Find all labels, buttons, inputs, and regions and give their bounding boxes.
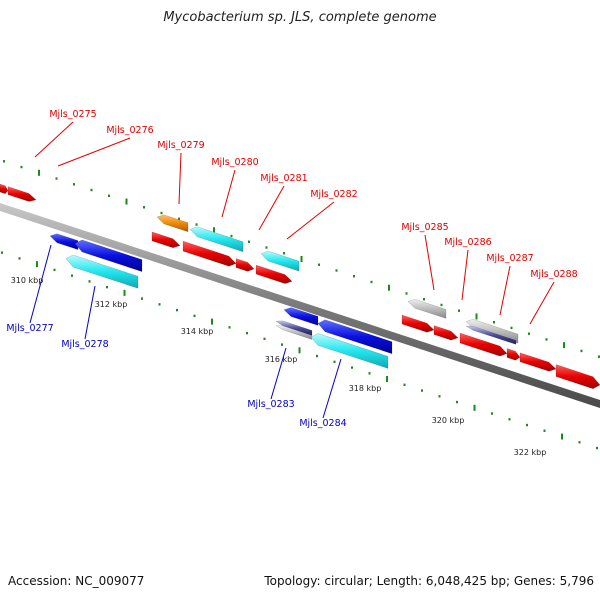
- gene-label[interactable]: Mjls_0286: [444, 237, 491, 248]
- scale-label: 314 kbp: [181, 327, 214, 336]
- scale-label: 318 kbp: [349, 384, 382, 393]
- gene-label[interactable]: Mjls_0282: [310, 189, 357, 200]
- gene-arrow: [7, 186, 37, 202]
- label-layer: Mjls_0275Mjls_0276Mjls_0279Mjls_0280Mjls…: [6, 109, 577, 457]
- gene-arrow: [275, 320, 313, 336]
- gene-layer: [0, 183, 600, 389]
- genome-summary-text: Topology: circular; Length: 6,048,425 bp…: [264, 574, 594, 588]
- tick-layer: [1, 160, 600, 450]
- gene-arrow: [235, 258, 255, 272]
- gene-arrow: [433, 325, 459, 341]
- genome-backbone: [0, 203, 600, 408]
- scale-label: 316 kbp: [265, 355, 298, 364]
- gene-arrow: [459, 332, 508, 357]
- leader-line: [424, 234, 435, 291]
- scale-label: 320 kbp: [432, 416, 465, 425]
- scale-label: 312 kbp: [95, 300, 128, 309]
- scale-label: 322 kbp: [514, 448, 547, 457]
- leader-line: [57, 137, 131, 167]
- leader-layer: [29, 121, 555, 419]
- accession-text: Accession: NC_009077: [8, 574, 145, 588]
- scale-label: 310 kbp: [11, 276, 44, 285]
- gene-label[interactable]: Mjls_0287: [486, 253, 533, 264]
- leader-line: [499, 265, 511, 316]
- gene-arrow: [555, 364, 600, 389]
- gene-label[interactable]: Mjls_0281: [260, 173, 307, 184]
- leader-line: [322, 358, 342, 419]
- gene-arrow: [465, 325, 517, 345]
- gene-arrow: [401, 314, 435, 333]
- gene-label[interactable]: Mjls_0278: [61, 339, 108, 350]
- gene-arrow: [317, 319, 393, 355]
- leader-line: [461, 249, 469, 301]
- gene-arrow: [255, 264, 293, 284]
- gene-arrow: [519, 352, 557, 372]
- leader-line: [286, 201, 335, 240]
- gene-arrow: [49, 233, 79, 250]
- gene-label[interactable]: Mjls_0275: [49, 109, 96, 120]
- gene-arrow: [151, 231, 181, 249]
- leader-line: [270, 347, 287, 400]
- gene-label[interactable]: Mjls_0277: [6, 323, 53, 334]
- gene-arrow: [283, 307, 319, 326]
- gene-arrow: [74, 239, 143, 272]
- gene-label[interactable]: Mjls_0283: [247, 399, 294, 410]
- leader-line: [29, 244, 52, 324]
- gene-arrow: [0, 183, 9, 194]
- gene-label[interactable]: Mjls_0284: [299, 418, 346, 429]
- leader-line: [258, 185, 285, 231]
- gene-label[interactable]: Mjls_0279: [157, 140, 204, 151]
- leader-line: [178, 152, 182, 205]
- gene-arrow: [407, 298, 447, 319]
- leader-line: [221, 169, 236, 218]
- gene-label[interactable]: Mjls_0280: [211, 157, 258, 168]
- gene-label[interactable]: Mjls_0288: [530, 269, 577, 280]
- leader-line: [84, 285, 96, 340]
- gene-label[interactable]: Mjls_0285: [401, 222, 448, 233]
- gene-arrow: [189, 226, 244, 253]
- gene-arrow: [506, 348, 521, 361]
- gene-arrow: [182, 240, 237, 267]
- leader-line: [529, 281, 555, 325]
- gene-arrow: [65, 254, 139, 289]
- map-title: Mycobacterium sp. JLS, complete genome: [163, 10, 437, 25]
- gene-arrow: [310, 333, 389, 369]
- leader-line: [34, 121, 74, 158]
- gene-arrow: [156, 214, 189, 233]
- gene-label[interactable]: Mjls_0276: [106, 125, 153, 136]
- gene-arrow: [260, 250, 300, 272]
